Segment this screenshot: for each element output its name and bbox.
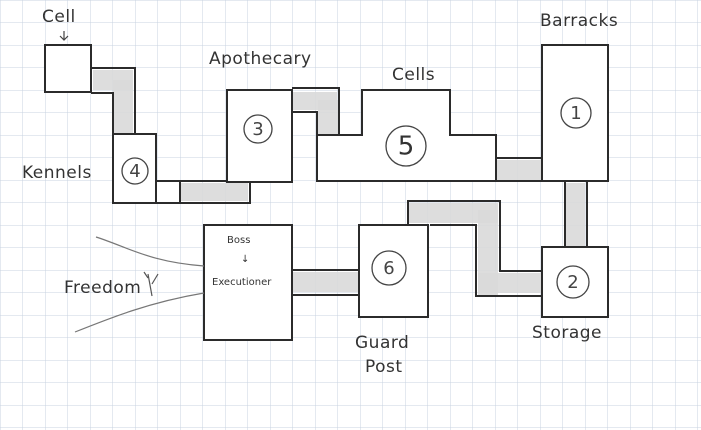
label-cell: Cell xyxy=(42,7,76,27)
label-executioner: Executioner xyxy=(212,277,272,288)
label-guard: Guard xyxy=(355,333,409,353)
corridors xyxy=(93,70,585,295)
number-circle-apothecary xyxy=(243,114,273,144)
corridor-walls xyxy=(91,67,588,297)
room-numbers: 1 2 3 4 5 6 xyxy=(121,97,592,299)
number-cells: 5 xyxy=(398,132,415,162)
number-apothecary: 3 xyxy=(252,119,263,140)
label-post: Post xyxy=(365,357,403,377)
label-apothecary: Apothecary xyxy=(209,49,312,69)
wall-cell-kennels xyxy=(91,67,136,135)
room-cells xyxy=(316,89,497,182)
cell-arrow-icon xyxy=(59,31,69,41)
room-boss-executioner xyxy=(203,224,293,341)
number-circle-cells xyxy=(385,125,427,167)
wall-guard-storage xyxy=(407,200,542,297)
rooms xyxy=(44,44,609,341)
corridor-bottom-storage xyxy=(478,273,542,293)
freedom-line-upper xyxy=(95,236,205,267)
corridor-cells-barracks xyxy=(496,160,542,180)
number-kennels: 4 xyxy=(129,161,140,182)
number-guard-post: 6 xyxy=(383,258,394,279)
label-storage: Storage xyxy=(532,323,602,343)
freedom-line-lower xyxy=(74,292,205,333)
room-guard-post xyxy=(358,224,429,318)
corridor-apothecary-cells-down xyxy=(318,100,338,135)
label-kennels: Kennels xyxy=(22,163,92,183)
label-barracks: Barracks xyxy=(540,11,618,31)
wall-apothecary-cells xyxy=(292,87,340,135)
room-apothecary xyxy=(226,89,293,183)
wall-kennels-apothecary xyxy=(180,180,251,204)
room-kennels-lower xyxy=(155,180,181,204)
corridor-boss-guard xyxy=(292,272,359,292)
room-kennels-upper xyxy=(112,133,157,204)
label-boss: Boss xyxy=(227,235,250,246)
label-boss-arrow: ↓ xyxy=(241,254,249,265)
corridor-kennels-apothecary xyxy=(180,183,248,201)
corridor-barracks-storage xyxy=(565,183,585,246)
number-circle-barracks xyxy=(560,97,592,129)
room-cell xyxy=(44,44,92,93)
wall-cells-barracks xyxy=(496,157,542,182)
label-freedom: Freedom xyxy=(64,278,141,298)
freedom-path xyxy=(74,236,205,333)
room-barracks xyxy=(541,44,609,182)
freedom-symbol xyxy=(143,271,159,297)
wall-barracks-storage xyxy=(564,181,588,247)
corridor-top-guard-storage xyxy=(408,203,498,223)
number-storage: 2 xyxy=(567,272,578,293)
number-circle-kennels xyxy=(121,157,149,185)
room-storage xyxy=(541,246,609,318)
number-circle-storage xyxy=(556,265,590,299)
labels: Cell Barracks Apothecary Cells Kennels F… xyxy=(22,7,618,377)
label-cells: Cells xyxy=(392,65,435,85)
number-circle-guard-post xyxy=(371,250,407,286)
corridor-cell-kennels-down xyxy=(113,80,133,135)
wall-boss-guard xyxy=(292,269,359,296)
number-barracks: 1 xyxy=(570,103,581,124)
